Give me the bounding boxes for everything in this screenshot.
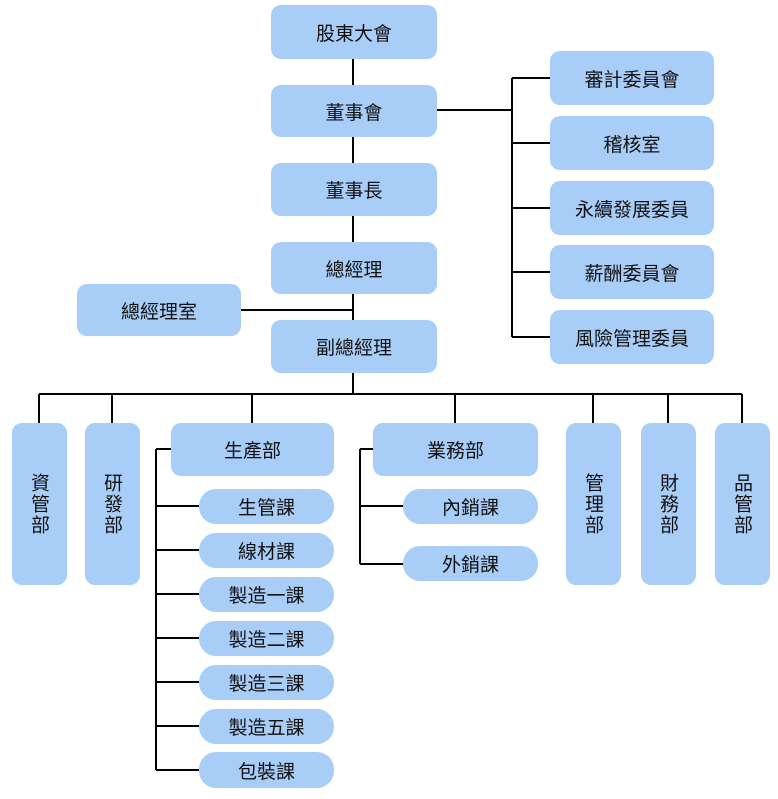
production-unit: 製造一課	[199, 577, 334, 612]
production-unit-label: 線材課	[237, 541, 295, 563]
board-label: 董事會	[325, 101, 383, 124]
dept-production-label: 生產部	[223, 440, 281, 462]
dept-finance-box: 財務部	[641, 423, 696, 585]
dept-management-label: 管理部	[582, 472, 604, 536]
committee-box: 薪酬委員會	[550, 245, 714, 299]
committee-box: 永續發展委員	[550, 181, 714, 235]
sales-unit: 外銷課	[403, 546, 538, 581]
committee-label: 審計委員會	[584, 68, 680, 91]
production-unit: 線材課	[199, 533, 334, 568]
gm-box: 總經理	[271, 242, 437, 294]
chairman-label: 董事長	[325, 180, 383, 202]
gm-office-label: 總經理室	[120, 300, 197, 323]
production-unit: 包裝課	[199, 752, 334, 788]
production-unit: 製造三課	[199, 665, 334, 700]
dept-rd-box: 研發部	[85, 423, 140, 585]
committee-label: 永續發展委員	[574, 198, 689, 221]
committee-label: 薪酬委員會	[584, 262, 680, 285]
committee-label: 稽核室	[603, 133, 661, 156]
dept-management-box: 管理部	[566, 423, 621, 585]
shareholders-box: 股東大會	[271, 5, 437, 59]
committee-label: 風險管理委員	[574, 327, 689, 350]
production-unit-label: 製造五課	[228, 717, 305, 739]
deputy-gm-label: 副總經理	[315, 337, 392, 359]
dept-sales-label: 業務部	[426, 440, 484, 462]
sales-unit: 內銷課	[403, 489, 538, 524]
dept-quality-box: 品管部	[715, 423, 770, 585]
deputy-gm-box: 副總經理	[271, 320, 437, 373]
committee-box: 風險管理委員	[550, 310, 714, 364]
shareholders-label: 股東大會	[315, 22, 392, 45]
sales-unit-label: 外銷課	[441, 554, 499, 576]
dept-capital-box: 資管部	[12, 423, 67, 585]
dept-rd-label: 研發部	[101, 472, 123, 536]
production-unit: 製造五課	[199, 709, 334, 744]
production-unit-label: 製造一課	[228, 585, 305, 607]
production-unit-label: 生管課	[237, 497, 295, 519]
production-unit-label: 製造三課	[228, 673, 305, 695]
committee-box: 稽核室	[550, 116, 714, 170]
dept-finance-label: 財務部	[657, 472, 679, 536]
production-unit: 生管課	[199, 489, 334, 524]
committee-box: 審計委員會	[550, 51, 714, 105]
chairman-box: 董事長	[271, 163, 437, 216]
production-unit-label: 製造二課	[228, 629, 305, 651]
dept-capital-label: 資管部	[28, 472, 50, 536]
sales-unit-label: 內銷課	[441, 497, 499, 519]
production-unit-label: 包裝課	[237, 760, 295, 783]
dept-sales-box: 業務部	[373, 423, 538, 476]
board-box: 董事會	[271, 85, 437, 137]
production-unit: 製造二課	[199, 621, 334, 656]
gm-label: 總經理	[325, 258, 383, 281]
gm-office-box: 總經理室	[77, 284, 241, 336]
dept-quality-label: 品管部	[731, 472, 753, 536]
dept-production-box: 生產部	[171, 423, 334, 476]
